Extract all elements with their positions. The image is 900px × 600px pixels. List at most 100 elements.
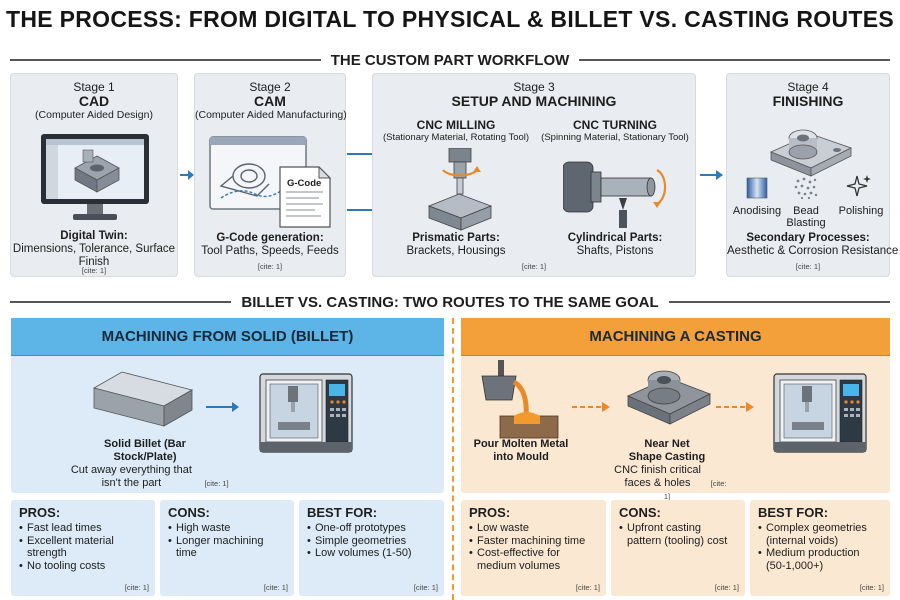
casting-to-machine-arrow-icon xyxy=(716,402,754,412)
turning-panel: CNC TURNING (Spinning Material, Stationa… xyxy=(535,118,695,143)
stage-2-card: Stage 2 CAM (Computer Aided Manufacturin… xyxy=(194,73,347,277)
list-item: Complex geometries (internal voids) xyxy=(758,522,882,547)
billet-caption-title: Solid Billet (Bar Stock/Plate) xyxy=(104,438,186,463)
billet-cons-title: CONS: xyxy=(168,505,210,520)
casting-caption-title: Near Net Shape Casting xyxy=(628,438,706,463)
billet-pros-title: PROS: xyxy=(19,505,61,520)
casting-pros-cite: [cite: 1] xyxy=(575,583,600,592)
cnc-machine-icon xyxy=(259,373,353,453)
turning-subtitle: (Spinning Material, Stationary Tool) xyxy=(541,132,689,143)
list-item: Medium production (50-1,000+) xyxy=(758,547,882,572)
billet-pros-list: Fast lead times Excellent material stren… xyxy=(19,522,147,572)
billet-pros-card: PROS: Fast lead times Excellent material… xyxy=(11,500,155,596)
anodising-swatch-icon xyxy=(746,177,768,199)
list-item: Cost-effective for medium volumes xyxy=(469,547,598,572)
list-item: Fast lead times xyxy=(19,522,147,535)
stage-1-caption-title: Digital Twin: xyxy=(60,230,128,242)
stage-2-caption-text: Tool Paths, Speeds, Feeds xyxy=(201,245,339,257)
routes-heading: BILLET VS. CASTING: TWO ROUTES TO THE SA… xyxy=(10,292,891,312)
workflow-heading: THE CUSTOM PART WORKFLOW xyxy=(10,50,890,70)
casting-best-list: Complex geometries (internal voids) Medi… xyxy=(758,522,882,572)
near-net-casting-icon xyxy=(627,370,711,425)
casting-cite: [cite: 1] xyxy=(663,479,727,501)
casting-cons-cite: [cite: 1] xyxy=(714,583,739,592)
cnc-milling-icon xyxy=(427,148,493,231)
list-item: One-off prototypes xyxy=(307,522,436,535)
casting-caption-text: CNC finish critical faces & holes xyxy=(614,464,701,489)
casting-cons-title: CONS: xyxy=(619,505,661,520)
billet-cons-card: CONS: High waste Longer machining time [… xyxy=(160,500,294,596)
billet-best-title: BEST FOR: xyxy=(307,505,378,520)
billet-best-cite: [cite: 1] xyxy=(413,583,438,592)
stage-2-caption-title: G-Code generation: xyxy=(216,232,324,244)
stage-3-card: Stage 3 SETUP AND MACHINING CNC MILLING … xyxy=(372,73,696,277)
stage-2-cite: [cite: 1] xyxy=(257,262,283,271)
gcode-document-icon xyxy=(279,166,331,228)
list-item: Low waste xyxy=(469,522,598,535)
casting-pros-title: PROS: xyxy=(469,505,511,520)
stage-1-caption-text: Dimensions, Tolerance, Surface Finish xyxy=(12,243,176,268)
stage-4-caption-text: Aesthetic & Corrosion Resistance xyxy=(727,245,899,257)
bead-blasting-icon xyxy=(794,177,818,200)
heading-rule-right xyxy=(579,59,890,61)
milling-caption-text: Brackets, Housings xyxy=(406,245,506,257)
stage-2-label: Stage 2 xyxy=(249,80,291,94)
arrow-stage1-to-stage2-icon xyxy=(180,170,194,180)
heading-rule-left xyxy=(10,59,321,61)
list-item: Faster machining time xyxy=(469,535,598,548)
list-item: Simple geometries xyxy=(307,535,436,548)
casting-caption: Near Net Shape Casting CNC finish critic… xyxy=(604,438,730,503)
stage-1-caption: Digital Twin: Dimensions, Tolerance, Sur… xyxy=(11,230,177,269)
turning-caption: Cylindrical Parts: Shafts, Pistons xyxy=(535,232,695,258)
casting-best-title: BEST FOR: xyxy=(758,505,829,520)
milling-subtitle: (Stationary Material, Rotating Tool) xyxy=(382,132,530,143)
solid-billet-icon xyxy=(92,371,194,427)
milling-caption: Prismatic Parts: Brackets, Housings xyxy=(377,232,535,258)
billet-best-card: BEST FOR: One-off prototypes Simple geom… xyxy=(299,500,444,596)
stage-2-subtitle: (Computer Aided Manufacturing) xyxy=(195,109,347,121)
casting-cons-card: CONS: Upfront casting pattern (tooling) … xyxy=(611,500,745,596)
pour-caption-text: Pour Molten Metal into Mould xyxy=(473,438,569,463)
arrow-stage3-to-stage4-icon xyxy=(700,170,723,180)
stage-3-name: SETUP AND MACHINING xyxy=(451,93,617,109)
stage-4-caption: Secondary Processes: Aesthetic & Corrosi… xyxy=(727,232,898,258)
billet-best-list: One-off prototypes Simple geometries Low… xyxy=(307,522,436,560)
pour-caption: Pour Molten Metal into Mould xyxy=(466,438,576,464)
workflow-heading-text: THE CUSTOM PART WORKFLOW xyxy=(330,51,570,69)
main-title: THE PROCESS: FROM DIGITAL TO PHYSICAL & … xyxy=(5,6,895,32)
casting-best-cite: [cite: 1] xyxy=(859,583,884,592)
cad-monitor-icon xyxy=(41,134,149,220)
billet-cons-list: High waste Longer machining time xyxy=(168,522,286,560)
stage-4-label: Stage 4 xyxy=(787,80,829,94)
casting-best-card: BEST FOR: Complex geometries (internal v… xyxy=(750,500,890,596)
process-bead-blasting-label: Bead Blasting xyxy=(786,205,826,229)
list-item: High waste xyxy=(168,522,286,535)
process-anodising-label: Anodising xyxy=(732,205,782,217)
stage-3-cite: [cite: 1] xyxy=(521,262,547,271)
stage-1-cite: [cite: 1] xyxy=(81,266,107,275)
stage-1-subtitle: (Computer Aided Design) xyxy=(35,109,153,121)
routes-heading-text: BILLET VS. CASTING: TWO ROUTES TO THE SA… xyxy=(241,293,659,311)
route-divider xyxy=(452,318,454,600)
list-item: Longer machining time xyxy=(168,535,286,560)
stage-4-name: FINISHING xyxy=(772,93,844,109)
casting-pros-card: PROS: Low waste Faster machining time Co… xyxy=(461,500,606,596)
billet-caption-text: Cut away everything that isn't the part xyxy=(70,464,192,489)
gcode-doc-label: G-Code xyxy=(287,178,322,189)
heading-rule-right xyxy=(668,301,891,303)
turning-title: CNC TURNING xyxy=(573,118,657,132)
milling-panel: CNC MILLING (Stationary Material, Rotati… xyxy=(377,118,535,143)
casting-route-header: MACHINING A CASTING xyxy=(461,318,890,356)
billet-route-panel: MACHINING FROM SOLID (BILLET) xyxy=(11,318,444,493)
turning-caption-text: Shafts, Pistons xyxy=(576,245,654,257)
list-item: Low volumes (1-50) xyxy=(307,547,436,560)
billet-route-header: MACHINING FROM SOLID (BILLET) xyxy=(11,318,444,356)
finished-part-icon xyxy=(769,129,853,177)
stage-4-caption-title: Secondary Processes: xyxy=(746,232,870,244)
billet-cite: [cite: 1] xyxy=(204,479,229,488)
list-item: No tooling costs xyxy=(19,560,147,573)
heading-rule-left xyxy=(10,301,232,303)
stage-2-name: CAM xyxy=(254,93,286,109)
cnc-turning-icon xyxy=(563,161,667,228)
process-polishing-label: Polishing xyxy=(838,205,884,217)
